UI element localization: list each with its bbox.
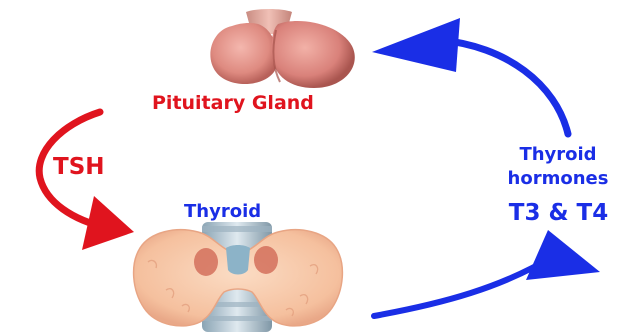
tsh-arrow xyxy=(39,112,134,250)
thyroid-hormones-label-line1: Thyroid xyxy=(498,146,618,164)
thyroid-vessel-left xyxy=(194,248,218,276)
larynx xyxy=(226,245,250,275)
thyroid-hormones-label-line2: hormones xyxy=(484,170,632,188)
t3-t4-label: T3 & T4 xyxy=(486,202,631,225)
pituitary-right-lobe xyxy=(272,21,355,88)
thyroid-label: Thyroid xyxy=(184,203,261,221)
tsh-label: TSH xyxy=(53,156,105,179)
thyroid-gland-illustration xyxy=(134,222,343,332)
feedback-arrow xyxy=(372,18,568,134)
pituitary-gland-illustration xyxy=(210,9,354,88)
pituitary-gland-label: Pituitary Gland xyxy=(152,94,314,113)
thyroid-vessel-right xyxy=(254,246,278,274)
thyroid-to-hormones-arrow xyxy=(374,230,600,316)
pituitary-left-lobe xyxy=(210,23,277,84)
